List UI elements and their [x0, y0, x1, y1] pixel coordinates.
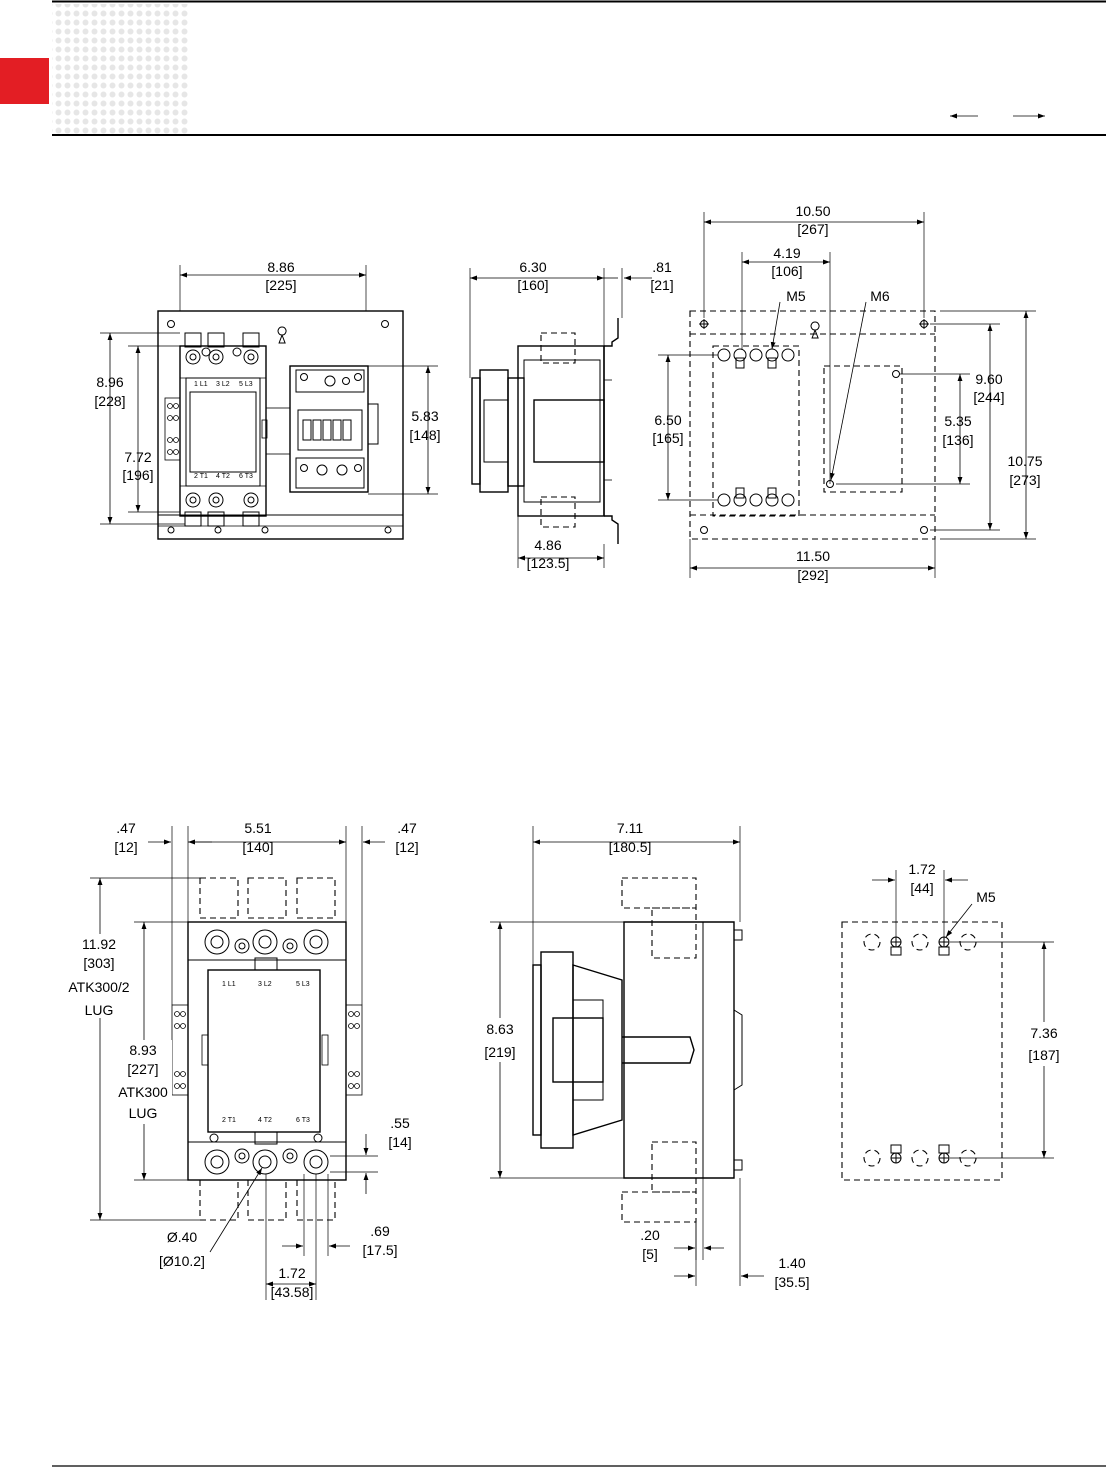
d2-front-width-mm: [140]: [242, 839, 273, 855]
d1-front-width-in: 8.86: [267, 259, 294, 275]
d2-front-term-in: .69: [370, 1223, 390, 1239]
d2-front-hole-mm: [Ø10.2]: [159, 1253, 205, 1269]
d2-side-rear-mm: [35.5]: [774, 1274, 809, 1290]
d1-plan-offset-in: 4.19: [773, 245, 800, 261]
d2-front-term-mm: [17.5]: [362, 1242, 397, 1258]
d1-side-flange-mm: [21]: [650, 277, 673, 293]
d2-plan-holes-in: 7.36: [1030, 1025, 1057, 1041]
mounting-plate: [157, 310, 404, 540]
d1-plan-contactor-mm: [165]: [652, 430, 683, 446]
d2-plan-pitch-in: 1.72: [908, 861, 935, 877]
d1-overload-height-in: 5.83: [411, 408, 438, 424]
contactor-body: [179, 345, 267, 517]
d2-lug2-line2: [227]: [127, 1061, 158, 1077]
d2-front-gap-mm: [14]: [388, 1134, 411, 1150]
d1-side-base-mm: [123.5]: [527, 555, 570, 571]
d1-side-depth-mm: [160]: [517, 277, 548, 293]
d2-front-width-in: 5.51: [244, 820, 271, 836]
d1-plan-holes-mm: [244]: [973, 389, 1004, 405]
d1-term-top-2: 3 L2: [216, 381, 230, 388]
d2-front-left-in: .47: [116, 820, 136, 836]
d1-plan-offset-mm: [106]: [771, 263, 802, 279]
d2-lug1-line1: 11.92: [82, 936, 116, 952]
d1-term-bottom-3: 6 T3: [239, 473, 253, 480]
d1-plan-ol-mm: [136]: [942, 432, 973, 448]
drawing1-side-view: 6.30 [160] .81 [21] 4.86 [123.5]: [469, 259, 674, 571]
d2-front-right-mm: [12]: [395, 839, 418, 855]
d2-plan-screw: M5: [976, 889, 996, 905]
d1-front-height-in: 8.96: [96, 374, 123, 390]
d2-plan-holes-mm: [187]: [1028, 1047, 1059, 1063]
d2-lug1-line2: [303]: [83, 955, 114, 971]
d2-side-small-mm: [5]: [642, 1246, 658, 1262]
d1-plan-contactor-in: 6.50: [654, 412, 681, 428]
overload-relay-body: [289, 365, 369, 493]
page-header: [0, 0, 1106, 136]
d1-side-depth-in: 6.30: [519, 259, 546, 275]
red-section-tab: [0, 58, 49, 104]
d1-plan-top-in: 10.50: [795, 203, 830, 219]
d2-side-rear-in: 1.40: [778, 1255, 805, 1271]
d1-term-top-3: 5 L3: [239, 381, 253, 388]
d2-term-top-3: 5 L3: [296, 981, 310, 988]
d1-plan-top-mm: [267]: [797, 221, 828, 237]
d2-side-small-in: .20: [640, 1227, 660, 1243]
d2-front-gap-in: .55: [390, 1115, 410, 1131]
d1-mount-height-in: 7.72: [124, 449, 151, 465]
d1-term-bottom-2: 4 T2: [216, 473, 230, 480]
d1-plan-holes-in: 9.60: [975, 371, 1002, 387]
d1-plan-screw-m5: M5: [786, 288, 806, 304]
d1-mount-height-mm: [196]: [122, 467, 153, 483]
d1-side-flange-in: .81: [652, 259, 672, 275]
d2-lug2-line1: 8.93: [129, 1042, 156, 1058]
d1-plan-plate-w-in: 11.50: [796, 548, 830, 564]
d2-front-left-mm: [12]: [114, 839, 137, 855]
d2-side-height-mm: [219]: [484, 1044, 515, 1060]
d1-plan-screw-m6: M6: [870, 288, 890, 304]
d2-side-depth-mm: [180.5]: [609, 839, 652, 855]
d2-term-bottom-1: 2 T1: [222, 1117, 236, 1124]
d2-front-right-in: .47: [397, 820, 417, 836]
d2-lug1-line3: ATK300/2: [68, 979, 129, 995]
d2-plan-pitch-mm: [44]: [910, 880, 933, 896]
drawing1-mounting-plan: 10.50 [267] 4.19 [106] M5 M6 6.50 [165] …: [652, 203, 1042, 583]
d2-term-top-1: 1 L1: [222, 981, 236, 988]
drawing2-side-view: 7.11 [180.5] 8.63 [219] .20 [5] 1.40 [35…: [476, 820, 810, 1290]
drawing1-front-view: 1 L1 3 L2 5 L3 2 T1 4 T2 6 T3: [94, 259, 441, 540]
d1-plan-plate-w-mm: [292]: [797, 567, 828, 583]
d1-plan-ol-in: 5.35: [944, 413, 971, 429]
dot-pattern-logo: [52, 4, 188, 134]
d2-side-depth-in: 7.11: [617, 820, 643, 836]
d2-front-pitch-mm: [43.58]: [271, 1284, 314, 1300]
d1-plan-plate-h-mm: [273]: [1009, 472, 1040, 488]
d2-term-top-2: 3 L2: [258, 981, 272, 988]
d2-term-bottom-2: 4 T2: [258, 1117, 272, 1124]
d2-lug2-line3: ATK300: [118, 1084, 168, 1100]
d2-front-hole-in: Ø.40: [167, 1229, 198, 1245]
d2-front-pitch-in: 1.72: [278, 1265, 305, 1281]
d1-front-width-mm: [225]: [265, 277, 296, 293]
d1-term-top-1: 1 L1: [194, 381, 208, 388]
drawing2-front-view: 1 L1 3 L2 5 L3 2 T1 4 T2 6 T3 5.51 [140]…: [68, 820, 419, 1300]
d1-plan-plate-h-in: 10.75: [1007, 453, 1042, 469]
d2-lug2-line4: LUG: [129, 1105, 158, 1121]
d1-side-base-in: 4.86: [534, 537, 561, 553]
d2-side-height-in: 8.63: [486, 1021, 513, 1037]
d1-term-bottom-1: 2 T1: [194, 473, 208, 480]
drawing2-mounting-plan: 1.72 [44] M5 7.36 [187]: [841, 861, 1068, 1181]
d1-overload-height-mm: [148]: [409, 427, 440, 443]
d1-front-height-mm: [228]: [94, 393, 125, 409]
d2-term-bottom-3: 6 T3: [296, 1117, 310, 1124]
d2-lug1-line4: LUG: [85, 1002, 114, 1018]
